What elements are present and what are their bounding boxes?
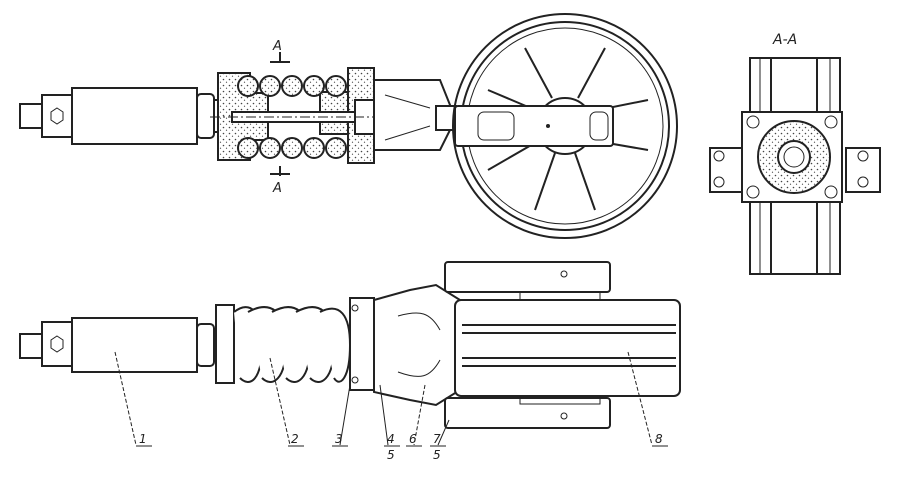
callout-6: 6 xyxy=(409,432,417,446)
section-title: A-A xyxy=(772,32,797,48)
wheel-spokes xyxy=(487,47,649,211)
callout-3: 3 xyxy=(335,432,343,446)
callout-4: 4 xyxy=(387,432,395,446)
callouts: 1 2 3 4 5 6 7 5 8 xyxy=(114,351,668,462)
cut-mark-bottom: A xyxy=(272,181,282,196)
bottom-cylinder xyxy=(19,317,223,373)
callout-2: 2 xyxy=(291,432,299,446)
bottom-spring xyxy=(215,304,352,384)
bottom-wheel xyxy=(454,291,681,405)
section-view: A-A xyxy=(709,32,881,275)
top-fork xyxy=(373,79,457,151)
callout-7: 7 xyxy=(433,432,441,446)
callout-8: 8 xyxy=(655,432,663,446)
section-cut-marks: A A xyxy=(270,39,290,196)
callout-7-sub: 5 xyxy=(433,448,441,462)
cut-mark-top: A xyxy=(272,39,282,54)
top-wheel xyxy=(452,13,678,239)
callout-4-sub: 5 xyxy=(387,448,395,462)
bottom-view xyxy=(19,261,681,429)
top-cylinder xyxy=(19,87,223,145)
top-view: A A xyxy=(19,13,678,239)
top-spring-coils xyxy=(237,75,347,159)
callout-1: 1 xyxy=(139,432,147,446)
